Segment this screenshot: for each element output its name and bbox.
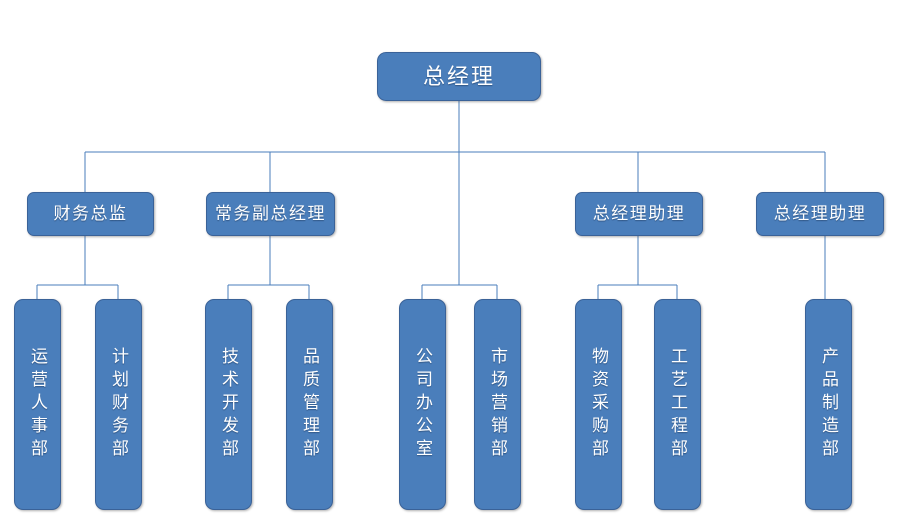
org-node-label-dept-ops-hr: 运营人事部 (28, 347, 47, 462)
org-node-dept-ops-hr[interactable]: 运营人事部 (14, 299, 61, 510)
org-node-label-evp: 常务副总经理 (215, 204, 326, 224)
org-node-gm[interactable]: 总经理 (377, 52, 541, 101)
org-node-asst1[interactable]: 总经理助理 (575, 192, 703, 236)
org-node-dept-plan-finance[interactable]: 计划财务部 (95, 299, 142, 510)
org-node-label-dept-procurement: 物资采购部 (589, 347, 608, 462)
org-node-label-dept-office: 公司办公室 (413, 347, 432, 462)
org-node-label-dept-plan-finance: 计划财务部 (109, 347, 128, 462)
org-node-dept-office[interactable]: 公司办公室 (399, 299, 446, 510)
org-node-dept-procurement[interactable]: 物资采购部 (575, 299, 622, 510)
org-node-dept-tech-dev[interactable]: 技术开发部 (205, 299, 252, 510)
org-node-label-cfo: 财务总监 (53, 204, 128, 224)
org-node-dept-quality[interactable]: 品质管理部 (286, 299, 333, 510)
org-node-label-asst2: 总经理助理 (773, 204, 867, 224)
org-node-label-dept-tech-dev: 技术开发部 (219, 347, 238, 462)
org-node-cfo[interactable]: 财务总监 (27, 192, 154, 236)
org-node-label-asst1: 总经理助理 (592, 204, 686, 224)
org-node-dept-manufacturing[interactable]: 产品制造部 (805, 299, 852, 510)
org-node-asst2[interactable]: 总经理助理 (756, 192, 884, 236)
org-node-dept-marketing[interactable]: 市场营销部 (474, 299, 521, 510)
org-node-evp[interactable]: 常务副总经理 (206, 192, 335, 236)
org-node-label-gm: 总经理 (422, 63, 495, 89)
org-node-label-dept-marketing: 市场营销部 (488, 347, 507, 462)
org-node-label-dept-manufacturing: 产品制造部 (819, 347, 838, 462)
org-node-dept-process-eng[interactable]: 工艺工程部 (654, 299, 701, 510)
org-node-label-dept-quality: 品质管理部 (300, 347, 319, 462)
org-node-label-dept-process-eng: 工艺工程部 (668, 347, 687, 462)
